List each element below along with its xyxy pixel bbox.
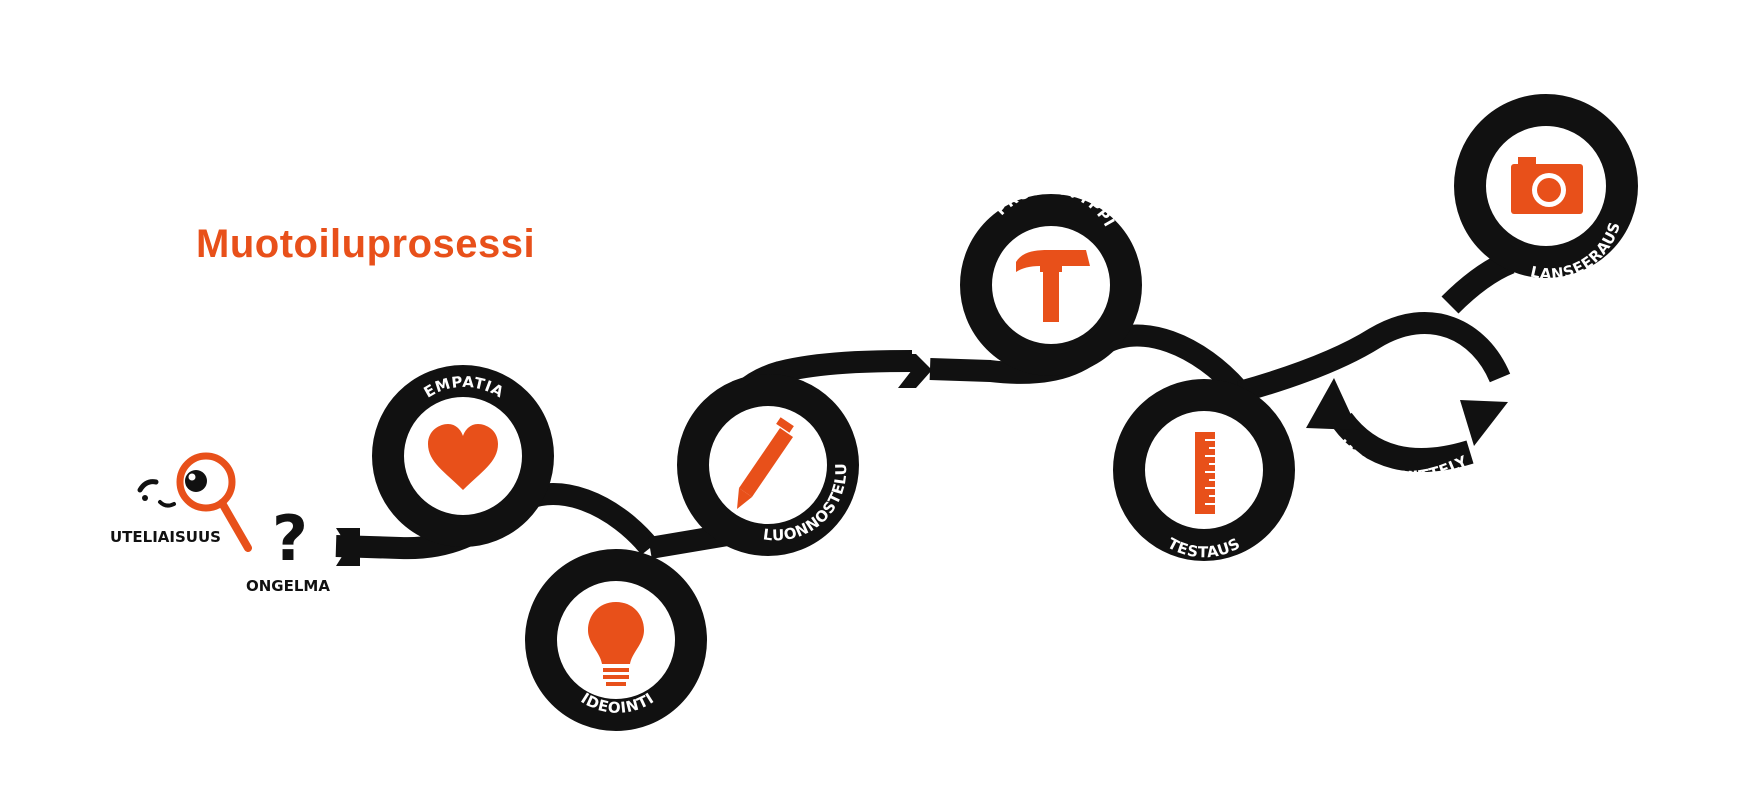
- stage-luonnostelu: LUONNOSTELU: [677, 374, 859, 556]
- stage-prototyyppi: PROTOTYYPPI: [960, 180, 1142, 376]
- page-title: Muotoiluprosessi: [196, 222, 536, 266]
- iteration-loop: JATKOKEHITTELY: [1306, 378, 1508, 486]
- stage-empatia: EMPATIA: [372, 365, 554, 547]
- loop-arc: [1332, 412, 1474, 473]
- start-notch: [336, 528, 360, 566]
- curiosity-figure: [137, 452, 252, 552]
- path-lanseeraus-stem: [1441, 250, 1515, 314]
- eyebrow-icon: [137, 479, 159, 493]
- camera-icon: [1511, 157, 1583, 214]
- pencil-icon: [737, 417, 794, 509]
- ruler-icon: [1195, 432, 1215, 514]
- loop-arrowhead-up: [1306, 378, 1358, 430]
- curiosity-label: UTELIAISUUS: [110, 528, 221, 546]
- stage-lanseeraus: LANSEERAUS: [1454, 94, 1638, 283]
- forward-arrow: [898, 354, 932, 388]
- closed-eye-icon: [142, 495, 148, 501]
- stage-ideointi: IDEOINTI: [525, 549, 707, 731]
- question-mark-icon: ?: [272, 502, 308, 575]
- hammer-icon: [1016, 250, 1090, 322]
- loop-arrowhead-down: [1460, 400, 1508, 446]
- lightbulb-icon: [588, 602, 644, 686]
- problem-label: ONGELMA: [246, 577, 330, 595]
- path-testaus-to-loop: [1237, 312, 1511, 403]
- smile-icon: [158, 500, 176, 508]
- stage-testaus: TESTAUS: [1113, 379, 1295, 561]
- magnifying-glass-icon: [176, 452, 252, 552]
- heart-icon: [428, 424, 498, 490]
